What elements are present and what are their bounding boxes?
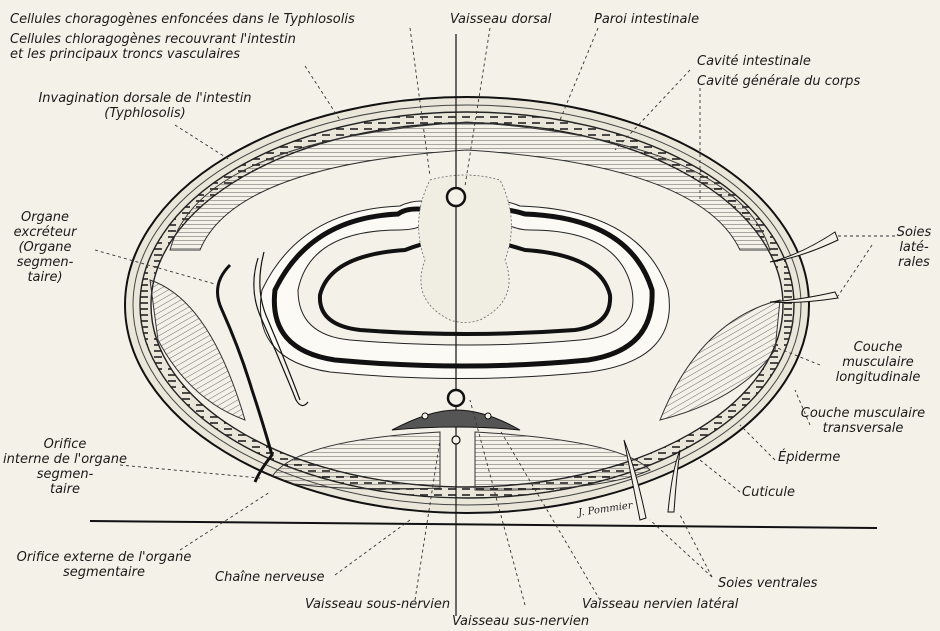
supraneural-vessel xyxy=(448,390,464,406)
dorsal-vessel xyxy=(447,188,465,206)
label-chloragogen-typhlosolis: Cellules choragogènes enfoncées dans le … xyxy=(10,12,355,27)
label-subneural-vessel: Vaisseau sous-nervien xyxy=(305,597,450,612)
label-supraneural-vessel: Vaisseau sus-nervien xyxy=(452,614,589,629)
label-intestinal-cavity: Cavité intestinale xyxy=(697,54,811,69)
label-lateral-neural-vessel: Vaisseau nervien latéral xyxy=(582,597,738,612)
label-ventral-setae: Soies ventrales xyxy=(718,576,817,591)
label-body-cavity: Cavité générale du corps xyxy=(697,74,860,89)
label-transverse-muscle: Couche musculaire transversale xyxy=(788,406,938,436)
label-internal-orifice: Orifice interne de l'organe segmen- tair… xyxy=(0,437,130,497)
label-nerve-chain: Chaîne nerveuse xyxy=(215,570,325,585)
label-cuticle: Cuticule xyxy=(742,485,795,500)
label-chloragogen-covering: Cellules chloragogènes recouvrant l'inte… xyxy=(10,32,296,62)
label-longitudinal-muscle: Couche musculaire longitudinale xyxy=(818,340,938,385)
label-excretory-organ: Organe excréteur (Organe segmen- taire) xyxy=(2,210,88,285)
label-dorsal-invagination: Invagination dorsale de l'intestin (Typh… xyxy=(10,91,280,121)
label-lateral-setae: Soies laté- rales xyxy=(890,225,938,270)
lateral-neural-vessel-right xyxy=(485,413,491,419)
label-external-orifice: Orifice externe de l'organe segmentaire xyxy=(4,550,204,580)
label-intestinal-wall: Paroi intestinale xyxy=(594,12,699,27)
subneural-vessel xyxy=(452,436,460,444)
baseline xyxy=(90,521,877,528)
label-dorsal-vessel: Vaisseau dorsal xyxy=(450,12,551,27)
lateral-neural-vessel-left xyxy=(422,413,428,419)
label-epidermis: Épiderme xyxy=(778,450,840,465)
